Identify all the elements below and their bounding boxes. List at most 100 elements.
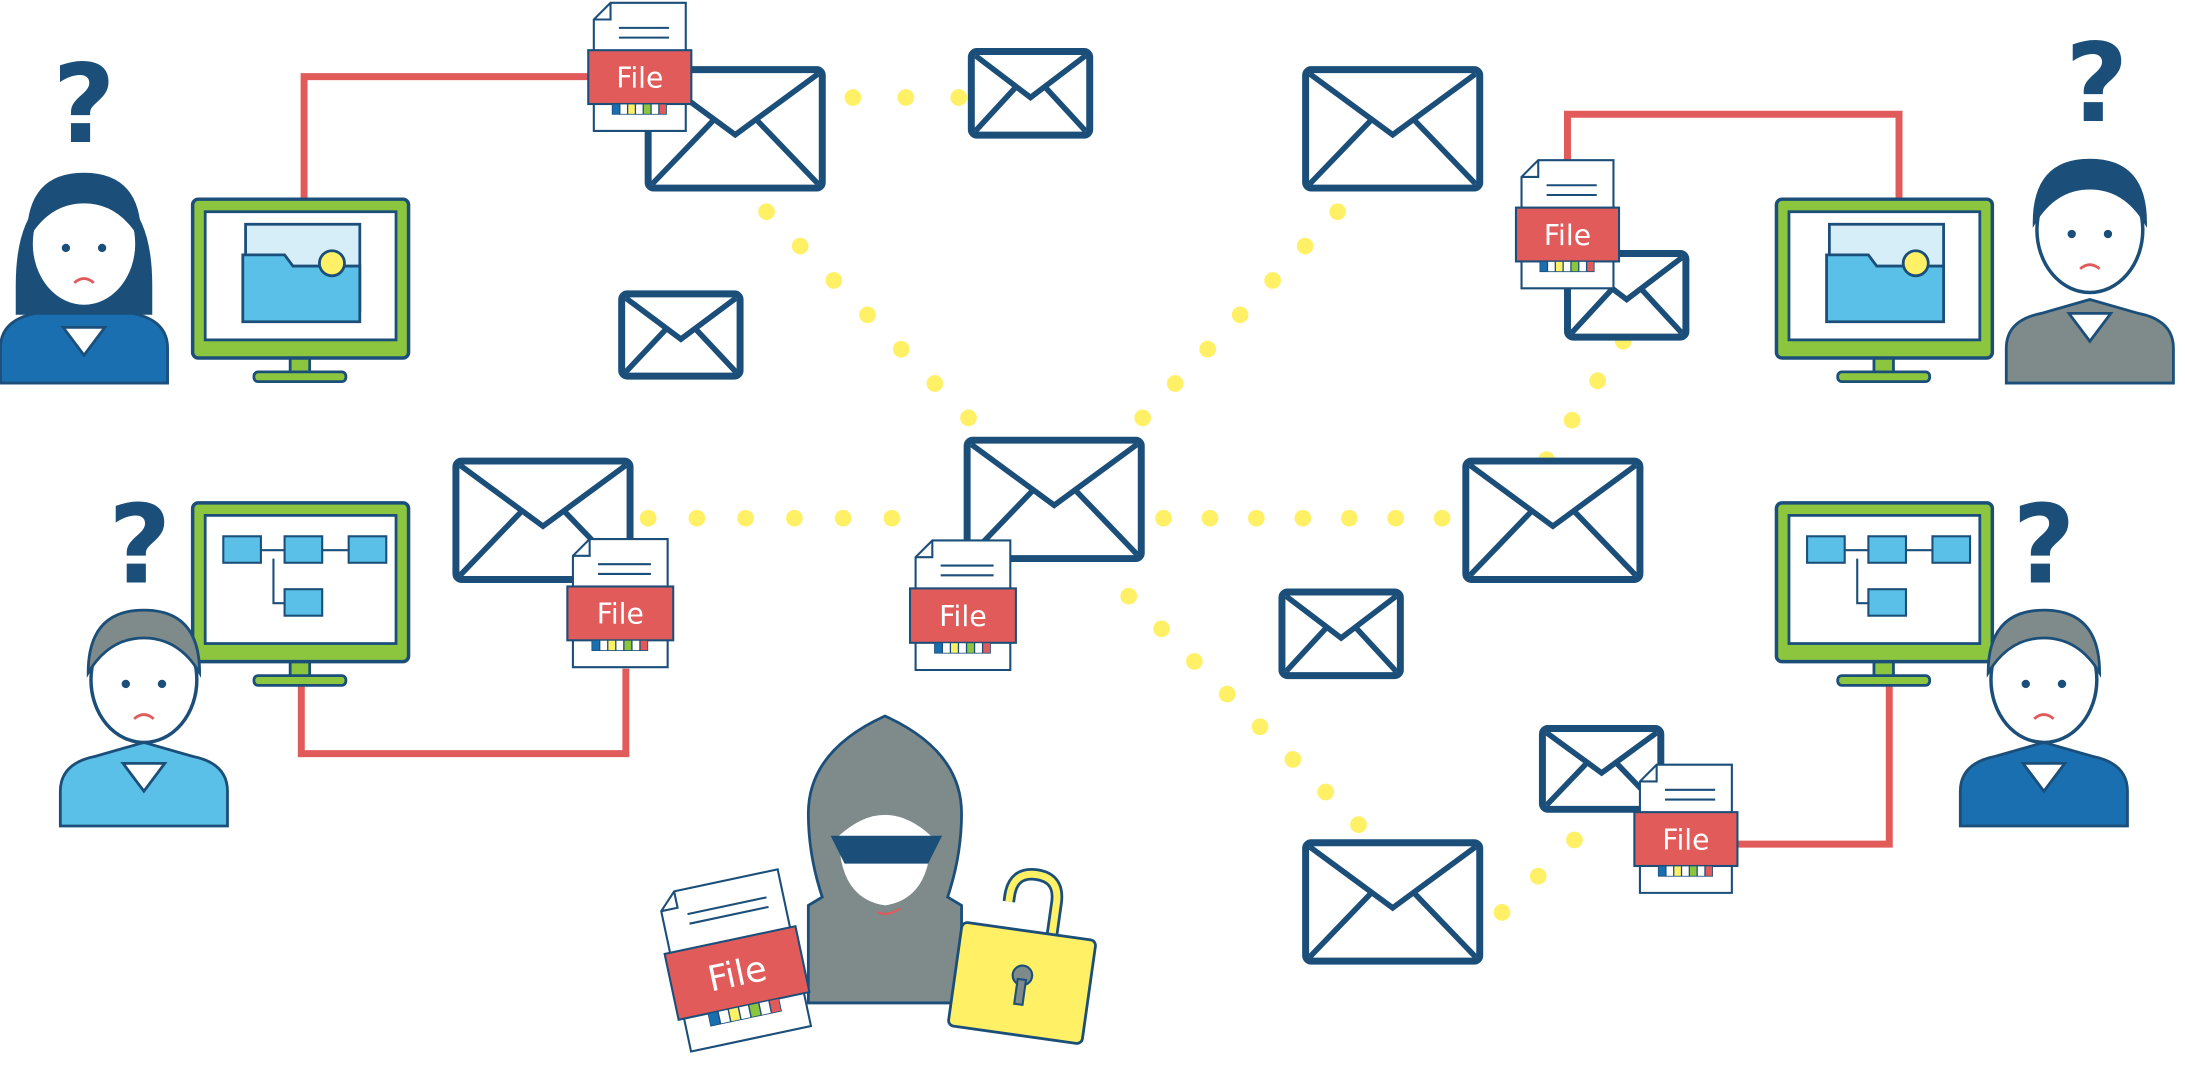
frown <box>133 713 155 720</box>
path-dot <box>786 509 803 527</box>
connection-line <box>297 660 630 758</box>
connection-line <box>1564 110 1903 198</box>
path-dot <box>1264 272 1282 289</box>
file-label-banner <box>587 49 693 106</box>
path-dot <box>960 409 977 427</box>
question-mark: ? <box>52 41 115 168</box>
envelopes <box>452 48 1690 965</box>
path-dot <box>844 89 862 106</box>
computer-monitor <box>1774 501 1995 687</box>
file-document: File <box>908 539 1017 672</box>
worried-person: ? <box>0 41 169 385</box>
path-dot <box>1218 685 1236 703</box>
computer-monitor <box>190 501 411 687</box>
file-document: File <box>566 538 675 669</box>
envelope-icon <box>1462 457 1644 583</box>
path-dot <box>1155 509 1172 527</box>
path-dot <box>1294 509 1312 527</box>
file-label-banner <box>1514 206 1621 263</box>
path-dot <box>859 306 876 324</box>
chart-icon <box>1901 249 1930 278</box>
file-label: File <box>597 598 644 631</box>
file-document: File <box>1514 159 1621 290</box>
hair <box>2032 158 2147 228</box>
hair <box>1986 608 2101 678</box>
file-document: File <box>587 1 693 132</box>
path-dot <box>758 203 775 221</box>
path-dot <box>825 272 843 289</box>
file-label-banner <box>908 587 1017 644</box>
path-dot <box>1199 340 1217 358</box>
question-mark: ? <box>2012 481 2075 608</box>
path-dot <box>1387 509 1405 527</box>
path-dot <box>1231 306 1249 324</box>
path-dot <box>1166 375 1184 392</box>
path-dot <box>791 237 809 255</box>
path-dot <box>1296 237 1314 255</box>
path-dot <box>834 509 852 527</box>
question-mark: ? <box>2065 20 2128 147</box>
path-dot <box>1120 587 1138 605</box>
frown <box>2033 713 2055 720</box>
open-padlock-icon <box>947 867 1097 1045</box>
file-label: File <box>616 61 663 94</box>
people: ???? <box>0 20 2175 828</box>
path-dot <box>688 509 706 527</box>
envelope-icon <box>618 290 744 380</box>
worried-person: ? <box>58 481 229 828</box>
folder-icon <box>283 535 324 564</box>
folder-icon <box>283 588 324 617</box>
file-label-banner <box>1633 811 1739 868</box>
computer-monitor <box>190 197 411 384</box>
path-dot <box>1186 653 1203 670</box>
path-dot <box>1589 372 1607 390</box>
connection-lines <box>297 73 1903 848</box>
monitors <box>190 197 1995 687</box>
path-dot <box>1153 620 1170 638</box>
computer-monitor <box>1774 197 1995 384</box>
file-label: File <box>939 600 987 633</box>
hair <box>86 608 202 678</box>
folder-icon <box>1806 535 1846 564</box>
path-dot <box>737 509 755 527</box>
path-dot <box>1134 409 1152 427</box>
hair <box>26 172 142 242</box>
path-dot <box>950 89 968 106</box>
envelope-icon <box>1302 66 1484 192</box>
path-dot <box>1529 867 1547 885</box>
path-dot <box>1251 718 1269 736</box>
hacker-mask <box>830 835 943 864</box>
folder-icon <box>1867 588 1908 617</box>
path-dot <box>1284 750 1302 768</box>
path-dot <box>883 509 901 527</box>
path-dot <box>926 375 944 392</box>
path-dot <box>1563 411 1581 429</box>
folder-icon <box>347 535 388 564</box>
file-label: File <box>1662 823 1709 856</box>
worried-person: ? <box>1958 481 2129 828</box>
path-dot <box>1317 783 1335 801</box>
file-document: File <box>1633 763 1739 894</box>
path-dot <box>1433 509 1451 527</box>
file-label: File <box>1544 219 1591 252</box>
folder-icon <box>222 535 262 564</box>
folder-icon <box>1931 535 1972 564</box>
folder-icon <box>1867 535 1908 564</box>
connection-line <box>300 73 594 198</box>
path-dot <box>1201 509 1219 527</box>
worried-person: ? <box>2004 20 2175 385</box>
path-dot <box>639 509 657 527</box>
path-dot <box>1493 904 1511 921</box>
hacker-group: File <box>660 714 1097 1053</box>
envelope-icon <box>967 48 1094 139</box>
frown <box>73 277 95 284</box>
question-mark: ? <box>108 481 171 608</box>
path-dot <box>1350 816 1367 833</box>
envelope-icon <box>1278 588 1404 680</box>
file-document: File <box>660 868 813 1053</box>
path-dot <box>1329 203 1347 221</box>
connection-line <box>1731 660 1893 848</box>
path-dot <box>892 340 910 358</box>
